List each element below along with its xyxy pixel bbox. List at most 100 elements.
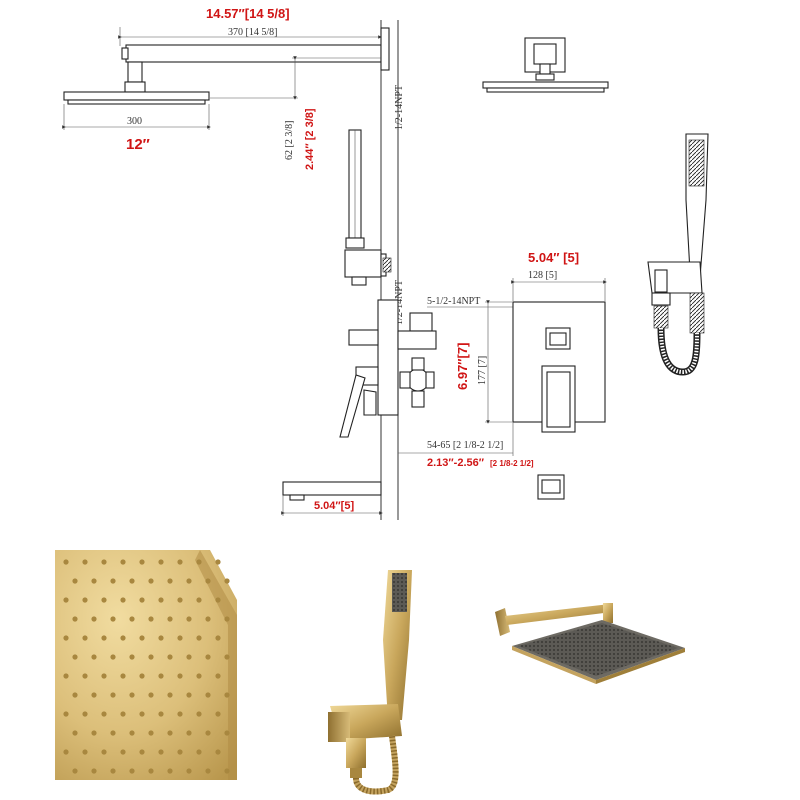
- nozzle-dot: [120, 749, 126, 755]
- depth-red-fraction: [2 1/8-2 1/2]: [490, 459, 534, 468]
- nozzle-dot: [196, 711, 202, 717]
- nozzle-dot: [91, 616, 97, 622]
- nozzle-dot: [82, 673, 88, 679]
- nozzle-dot: [167, 692, 173, 698]
- valve-npt-label: 5-1/2-14NPT: [427, 296, 480, 307]
- top-npt-label: 1/2-14NPT: [394, 85, 405, 130]
- nozzle-dot: [158, 597, 164, 603]
- nozzle-dot: [82, 749, 88, 755]
- nozzle-dot: [158, 673, 164, 679]
- nozzle-dot: [82, 559, 88, 565]
- spout-red: 5.04″[5]: [314, 500, 354, 512]
- nozzle-dot: [177, 749, 183, 755]
- arm-length-dimension: 370 [14 5/8] 14.57″[14 5/8]: [118, 6, 382, 46]
- nozzle-dot: [205, 692, 211, 698]
- nozzle-dot: [196, 597, 202, 603]
- nozzle-dot: [101, 597, 107, 603]
- nozzle-dot: [101, 673, 107, 679]
- nozzle-grid: [63, 559, 230, 774]
- nozzle-dot: [186, 692, 192, 698]
- nozzle-dot: [224, 730, 230, 736]
- nozzle-dot: [129, 578, 135, 584]
- nozzle-dot: [110, 616, 116, 622]
- nozzle-dot: [224, 616, 230, 622]
- nozzle-dot: [91, 654, 97, 660]
- nozzle-dot: [72, 616, 78, 622]
- nozzle-dot: [120, 559, 126, 565]
- trim-width-red: 5.04″ [5]: [528, 250, 579, 265]
- nozzle-dot: [215, 597, 221, 603]
- nozzle-dot: [215, 749, 221, 755]
- nozzle-dot: [167, 616, 173, 622]
- gold-hand-shower-photo: [328, 570, 412, 795]
- nozzle-dot: [167, 654, 173, 660]
- nozzle-dot: [91, 692, 97, 698]
- valve-trim-front-view: [512, 301, 606, 433]
- nozzle-dot: [129, 692, 135, 698]
- nozzle-dot: [91, 768, 97, 774]
- trim-height-red: 6.97″[7]: [455, 343, 470, 390]
- nozzle-dot: [177, 635, 183, 641]
- hand-shower-side-view: [344, 129, 392, 286]
- nozzle-dot: [72, 768, 78, 774]
- nozzle-dot: [63, 673, 69, 679]
- nozzle-dot: [139, 635, 145, 641]
- nozzle-dot: [101, 749, 107, 755]
- shower-head-side-view: [63, 27, 390, 130]
- nozzle-dot: [167, 578, 173, 584]
- valve-side-view: [339, 299, 437, 438]
- nozzle-dot: [196, 749, 202, 755]
- trim-width-mm: 128 [5]: [528, 270, 557, 281]
- spout-side-view: 5.04″[5]: [281, 481, 383, 516]
- nozzle-dot: [196, 673, 202, 679]
- nozzle-dot: [120, 711, 126, 717]
- nozzle-dot: [129, 654, 135, 660]
- nozzle-dot: [186, 768, 192, 774]
- nozzle-dot: [148, 654, 154, 660]
- nozzle-dot: [63, 749, 69, 755]
- gold-plate-photo: [55, 550, 237, 780]
- nozzle-dot: [224, 768, 230, 774]
- nozzle-dot: [167, 730, 173, 736]
- gold-shower-head-photo: [495, 603, 685, 684]
- trim-height-mm: 177 [7]: [477, 356, 488, 385]
- nozzle-dot: [82, 597, 88, 603]
- nozzle-dot: [196, 635, 202, 641]
- nozzle-dot: [215, 559, 221, 565]
- tub-spout-icon: [537, 474, 565, 500]
- nozzle-dot: [63, 597, 69, 603]
- nozzle-dot: [72, 692, 78, 698]
- nozzle-dot: [72, 654, 78, 660]
- nozzle-dot: [148, 578, 154, 584]
- head-width-dimension: 300 12″: [62, 116, 211, 153]
- nozzle-dot: [158, 749, 164, 755]
- nozzle-dot: [110, 654, 116, 660]
- nozzle-dot: [215, 711, 221, 717]
- trim-width-dimension: 128 [5] 5.04″ [5]: [511, 250, 607, 301]
- head-width-red: 12″: [126, 136, 150, 153]
- nozzle-dot: [205, 578, 211, 584]
- nozzle-dot: [186, 578, 192, 584]
- nozzle-dot: [148, 616, 154, 622]
- nozzle-dot: [186, 654, 192, 660]
- nozzle-dot: [205, 768, 211, 774]
- nozzle-dot: [186, 730, 192, 736]
- nozzle-dot: [139, 559, 145, 565]
- drop-mm: 62 [2 3/8]: [284, 121, 295, 160]
- nozzle-dot: [110, 692, 116, 698]
- nozzle-dot: [139, 749, 145, 755]
- nozzle-dot: [110, 768, 116, 774]
- nozzle-dot: [110, 578, 116, 584]
- nozzle-dot: [205, 616, 211, 622]
- nozzle-dot: [215, 635, 221, 641]
- drop-red: 2.44″ [2 3/8]: [304, 108, 316, 170]
- nozzle-dot: [158, 559, 164, 565]
- nozzle-dot: [224, 578, 230, 584]
- mid-npt-label: 1/2-14NPT: [394, 280, 405, 325]
- nozzle-dot: [72, 578, 78, 584]
- nozzle-dot: [129, 616, 135, 622]
- nozzle-dot: [196, 559, 202, 565]
- nozzle-dot: [139, 711, 145, 717]
- nozzle-dot: [101, 559, 107, 565]
